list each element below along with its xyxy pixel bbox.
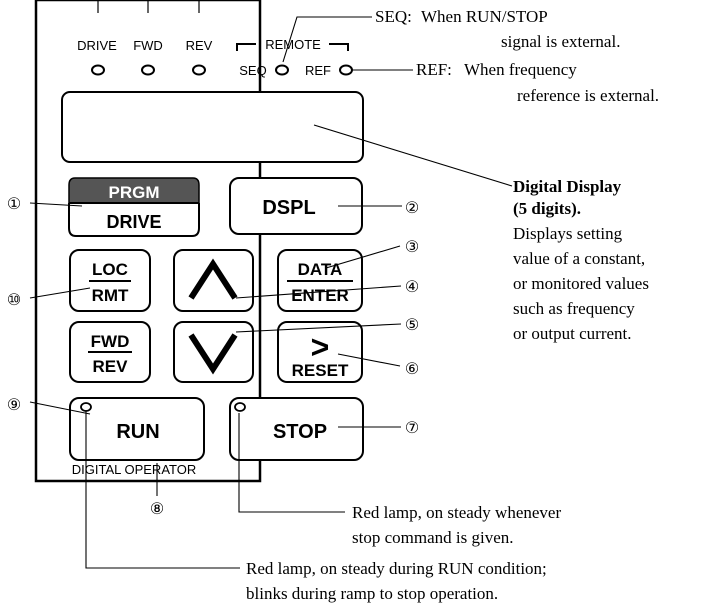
loc-rmt-key[interactable]: LOC RMT [69,249,151,312]
display-note-line3: or monitored values [513,274,649,293]
stop-lamp [234,402,246,412]
callout-7: ⑦ [405,420,419,437]
seq-note-line1: When RUN/STOP [421,7,548,26]
data-enter-key[interactable]: DATA ENTER [277,249,363,312]
prgm-label: PRGM [109,183,160,202]
drive-key-label: DRIVE [106,212,161,232]
seq-note-line2: signal is external. [501,32,620,51]
ref-note-label: REF: [416,60,452,79]
callout-1: ① [7,196,21,213]
stop-lamp-note-line2: stop command is given. [352,528,513,547]
callout-9: ⑨ [7,397,21,414]
loc-label: LOC [92,260,128,279]
ref-note-line2: reference is external. [517,86,659,105]
leader-lines [29,16,513,569]
shift-label: > [311,329,330,365]
rev-key-label: REV [93,357,129,376]
callout-10: ⑩ [7,292,21,309]
indicator-lamps [91,64,353,76]
run-lamp-note-line2: blinks during ramp to stop operation. [246,584,498,603]
dspl-key-label: DSPL [262,197,315,219]
rev-lamp [192,64,206,76]
digital-operator-label: DIGITAL OPERATOR [72,462,196,477]
down-key[interactable] [173,321,254,383]
display-note-title1: Digital Display [513,177,622,196]
seq-lamp [275,64,289,76]
up-key[interactable] [173,249,254,312]
stop-key-label: STOP [273,421,327,443]
dspl-key[interactable]: DSPL [229,177,363,235]
callout-6: ⑥ [405,361,419,378]
rmt-label: RMT [92,286,129,305]
enter-label: ENTER [291,286,349,305]
callout-2: ② [405,200,419,217]
fwd-rev-key[interactable]: FWD REV [69,321,151,383]
run-key-label: RUN [116,421,159,443]
indicator-label-seq: SEQ [239,63,266,78]
indicator-label-ref: REF [305,63,331,78]
display-note-line5: or output current. [513,324,632,343]
display-note-title2: (5 digits). [513,199,581,218]
indicator-label-remote: REMOTE [265,37,321,52]
callout-8: ⑧ [150,501,164,518]
display-note-line1: Displays setting [513,224,623,243]
run-lamp-note-line1: Red lamp, on steady during RUN condition… [246,559,547,578]
callout-3: ③ [405,239,419,256]
run-key[interactable]: RUN [69,397,205,461]
stop-key[interactable]: STOP [229,397,364,461]
fwd-lamp [141,64,155,76]
top-leader-lines [97,0,200,13]
reset-label: RESET [292,361,349,380]
callout-4: ④ [405,279,419,296]
remote-bracket [236,43,349,51]
up-arrow-icon [188,258,238,300]
ref-note-line1: When frequency [464,60,577,79]
down-arrow-icon [188,333,238,375]
callout-numbers: ① ② ③ ④ ⑤ ⑥ ⑦ ⑧ ⑨ ⑩ [7,196,419,518]
digital-display-window [61,91,364,163]
indicator-label-rev: REV [186,38,213,53]
display-note-line4: such as frequency [513,299,635,318]
display-note-line2: value of a constant, [513,249,645,268]
seq-note-label: SEQ: [375,7,412,26]
indicator-label-drive: DRIVE [77,38,117,53]
shift-reset-key[interactable]: > RESET [277,321,363,383]
data-label: DATA [298,260,343,279]
prgm-drive-key[interactable]: PRGM DRIVE [68,177,200,237]
drive-lamp [91,64,105,76]
run-lamp [80,402,92,412]
stop-lamp-note-line1: Red lamp, on steady whenever [352,503,561,522]
ref-lamp [339,64,353,76]
fwd-key-label: FWD [91,332,130,351]
indicator-label-fwd: FWD [133,38,163,53]
callout-5: ⑤ [405,317,419,334]
